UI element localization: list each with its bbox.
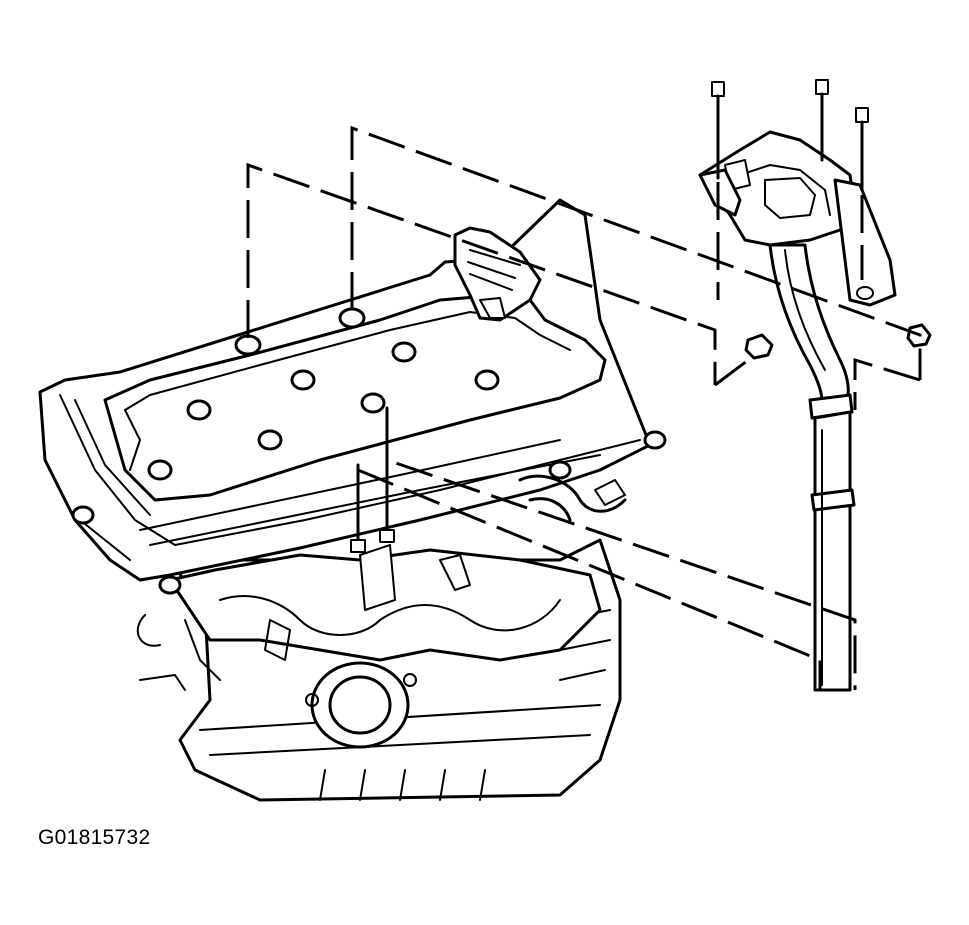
figure-id-label: G01815732: [38, 826, 151, 849]
coolant-pipe-assembly-icon: [698, 130, 897, 692]
bolt-icon: [711, 79, 869, 192]
valve-cover-bolts: [71, 307, 667, 595]
engine-cylinder-head-icon: [38, 198, 667, 802]
stud-icon: [350, 406, 396, 611]
alignment-lines: [246, 125, 922, 690]
